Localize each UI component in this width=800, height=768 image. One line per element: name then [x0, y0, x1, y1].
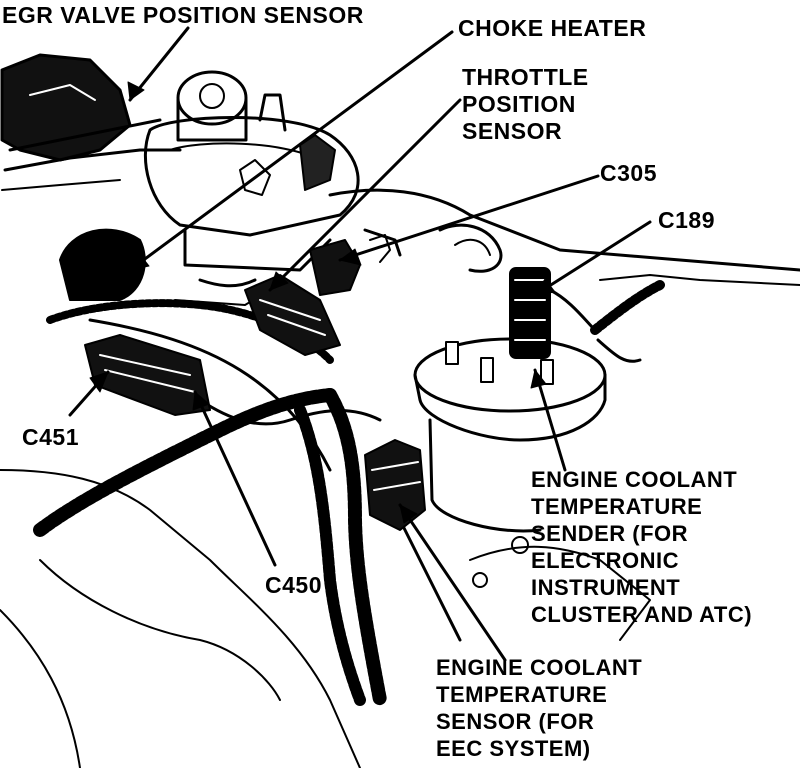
- label-c451: C451: [22, 424, 79, 450]
- engine-block-drawing: [0, 469, 651, 768]
- sender-arrowhead: [530, 369, 547, 389]
- sender-leader-line: [533, 368, 567, 472]
- label-line: ENGINE COOLANT: [531, 467, 738, 492]
- label-line: EEC SYSTEM): [436, 736, 591, 761]
- label-engine-coolant-temperature-sender: ENGINE COOLANT TEMPERATURE SENDER (FOR E…: [531, 466, 752, 628]
- sensor-leader-line: [398, 503, 507, 662]
- label-c189: C189: [658, 207, 715, 233]
- label-engine-coolant-temperature-sensor: ENGINE COOLANT TEMPERATURE SENSOR (FOR E…: [436, 654, 642, 762]
- label-line: ELECTRONIC: [531, 548, 679, 573]
- egr-arrowhead: [127, 81, 145, 101]
- choke-leader-line: [128, 30, 454, 272]
- c305-arrowhead: [339, 248, 362, 266]
- right-harness-drawing: [590, 280, 665, 363]
- leader-lines: [68, 26, 652, 662]
- arrowheads: [89, 81, 556, 524]
- label-choke-heater: CHOKE HEATER: [458, 15, 647, 41]
- choke-arrowhead: [129, 251, 150, 271]
- label-line: TEMPERATURE: [531, 494, 703, 519]
- c450-leader-line: [193, 390, 277, 567]
- label-line: THROTTLE: [462, 64, 589, 90]
- air-intake-drawing: [328, 188, 800, 286]
- label-line: ENGINE COOLANT: [436, 655, 643, 680]
- label-egr-valve-position-sensor: EGR VALVE POSITION SENSOR: [2, 2, 364, 28]
- c189-arrowhead: [534, 278, 556, 296]
- sensor-arrowhead: [399, 504, 418, 524]
- c450-arrowhead: [192, 391, 210, 411]
- label-line: CLUSTER AND ATC): [531, 602, 753, 627]
- coolant-sensor-connector-drawing: [364, 439, 426, 531]
- egr-valve-drawing: [0, 53, 182, 191]
- label-line: SENSOR (FOR: [436, 709, 595, 734]
- c451-arrowhead: [89, 371, 109, 393]
- c189-leader-line: [533, 220, 652, 297]
- label-c450: C450: [265, 572, 322, 598]
- throttle-arrowhead: [269, 271, 289, 291]
- label-line: POSITION: [462, 91, 576, 117]
- c451-connector-drawing: [59, 228, 211, 416]
- label-line: SENDER (FOR: [531, 521, 689, 546]
- main-harness-drawing: [33, 299, 462, 707]
- c305-leader-line: [338, 174, 600, 262]
- label-line: TEMPERATURE: [436, 682, 608, 707]
- label-c305: C305: [600, 160, 657, 186]
- label-throttle-position-sensor: THROTTLE POSITION SENSOR: [462, 64, 589, 145]
- label-line: SENSOR: [462, 118, 563, 144]
- label-line: INSTRUMENT: [531, 575, 681, 600]
- throttle-leader-line: [268, 98, 462, 292]
